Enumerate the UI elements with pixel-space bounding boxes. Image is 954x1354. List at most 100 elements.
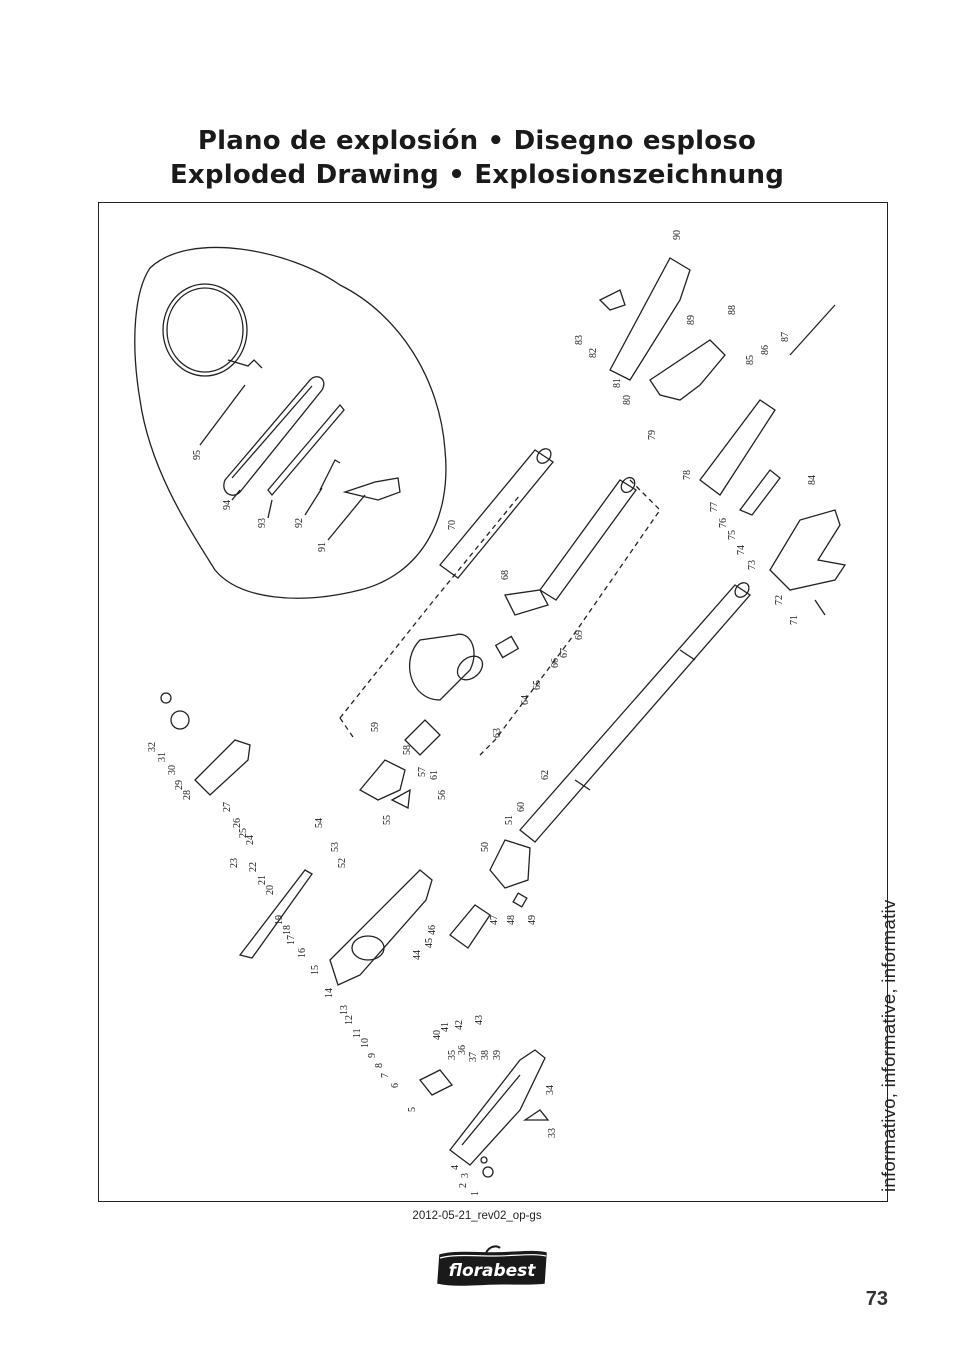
part-label: 1: [470, 1191, 481, 1196]
part-label: 51: [504, 815, 515, 825]
part-label: 7: [380, 1073, 391, 1078]
part-label: 21: [257, 875, 268, 885]
part-label: 3: [460, 1173, 471, 1178]
part-label: 76: [718, 518, 729, 528]
part-label: 93: [257, 518, 268, 528]
part-label: 16: [297, 948, 308, 958]
exploded-drawing-frame: [98, 202, 888, 1202]
page-number: 73: [865, 1288, 888, 1310]
part-label: 36: [457, 1045, 468, 1055]
revision-code: 2012-05-21_rev02_op-gs: [412, 1210, 542, 1222]
part-label: 4: [450, 1165, 461, 1170]
part-label: 27: [222, 802, 233, 812]
part-label: 61: [429, 770, 440, 780]
part-label: 49: [527, 915, 538, 925]
part-label: 55: [382, 815, 393, 825]
part-label: 39: [492, 1050, 503, 1060]
part-label: 41: [440, 1022, 451, 1032]
part-label: 64: [520, 695, 531, 705]
part-label: 62: [540, 770, 551, 780]
part-label: 47: [489, 915, 500, 925]
part-label: 87: [780, 332, 791, 342]
part-label: 73: [747, 560, 758, 570]
part-label: 20: [265, 885, 276, 895]
part-label: 89: [686, 315, 697, 325]
part-label: 24: [245, 835, 256, 845]
part-label: 12: [344, 1015, 355, 1025]
part-label: 38: [480, 1050, 491, 1060]
part-label: 60: [516, 802, 527, 812]
part-label: 48: [506, 915, 517, 925]
informative-note: informativo, informative, informativ: [878, 899, 899, 1193]
part-label: 6: [390, 1083, 401, 1088]
part-label: 77: [709, 502, 720, 512]
part-label: 28: [182, 790, 193, 800]
part-label: 84: [807, 475, 818, 485]
part-label: 43: [474, 1015, 485, 1025]
part-label: 86: [760, 345, 771, 355]
part-label: 85: [745, 355, 756, 365]
part-label: 94: [222, 500, 233, 510]
part-label: 83: [574, 335, 585, 345]
part-label: 5: [407, 1107, 418, 1112]
part-label: 68: [500, 570, 511, 580]
part-label: 35: [447, 1050, 458, 1060]
part-label: 23: [229, 858, 240, 868]
part-label: 10: [360, 1038, 371, 1048]
part-label: 58: [402, 745, 413, 755]
part-label: 2: [458, 1183, 469, 1188]
part-label: 95: [192, 450, 203, 460]
part-label: 72: [774, 595, 785, 605]
part-label: 14: [324, 988, 335, 998]
part-label: 30: [167, 765, 178, 775]
page-title-line-2: Exploded Drawing • Explosionszeichnung: [169, 160, 785, 190]
part-label: 66: [550, 658, 561, 668]
part-label: 71: [789, 615, 800, 625]
part-label: 82: [588, 348, 599, 358]
part-label: 44: [412, 950, 423, 960]
part-label: 65: [532, 680, 543, 690]
part-label: 52: [337, 858, 348, 868]
part-label: 63: [492, 728, 503, 738]
page-title-line-1: Plano de explosión • Disegno esploso: [197, 126, 757, 156]
part-label: 34: [545, 1085, 556, 1095]
part-label: 17: [286, 935, 297, 945]
part-label: 8: [374, 1063, 385, 1068]
part-label: 31: [157, 752, 168, 762]
part-label: 54: [314, 818, 325, 828]
part-label: 70: [447, 520, 458, 530]
part-label: 26: [232, 818, 243, 828]
part-label: 13: [339, 1005, 350, 1015]
part-label: 29: [174, 780, 185, 790]
part-label: 37: [468, 1052, 479, 1062]
part-label: 45: [424, 938, 435, 948]
part-label: 80: [622, 395, 633, 405]
part-label: 92: [294, 518, 305, 528]
part-label: 81: [612, 378, 623, 388]
part-label: 18: [282, 925, 293, 935]
part-label: 56: [437, 790, 448, 800]
part-label: 78: [682, 470, 693, 480]
part-label: 15: [310, 965, 321, 975]
part-label: 19: [274, 915, 285, 925]
part-label: 59: [370, 722, 381, 732]
part-label: 46: [427, 925, 438, 935]
part-label: 33: [547, 1128, 558, 1138]
part-label: 40: [432, 1030, 443, 1040]
part-label: 74: [736, 545, 747, 555]
brand-wordmark: florabest: [449, 1261, 537, 1281]
part-label: 42: [454, 1020, 465, 1030]
part-label: 9: [367, 1053, 378, 1058]
part-label: 32: [147, 742, 158, 752]
part-label: 53: [330, 842, 341, 852]
part-label: 75: [727, 530, 738, 540]
part-label: 67: [559, 648, 570, 658]
part-label: 22: [248, 862, 259, 872]
part-label: 91: [317, 542, 328, 552]
part-label: 88: [727, 305, 738, 315]
part-label: 11: [352, 1028, 363, 1038]
part-label: 50: [480, 842, 491, 852]
part-label: 57: [417, 767, 428, 777]
part-label: 90: [672, 230, 683, 240]
part-label: 25: [238, 828, 249, 838]
